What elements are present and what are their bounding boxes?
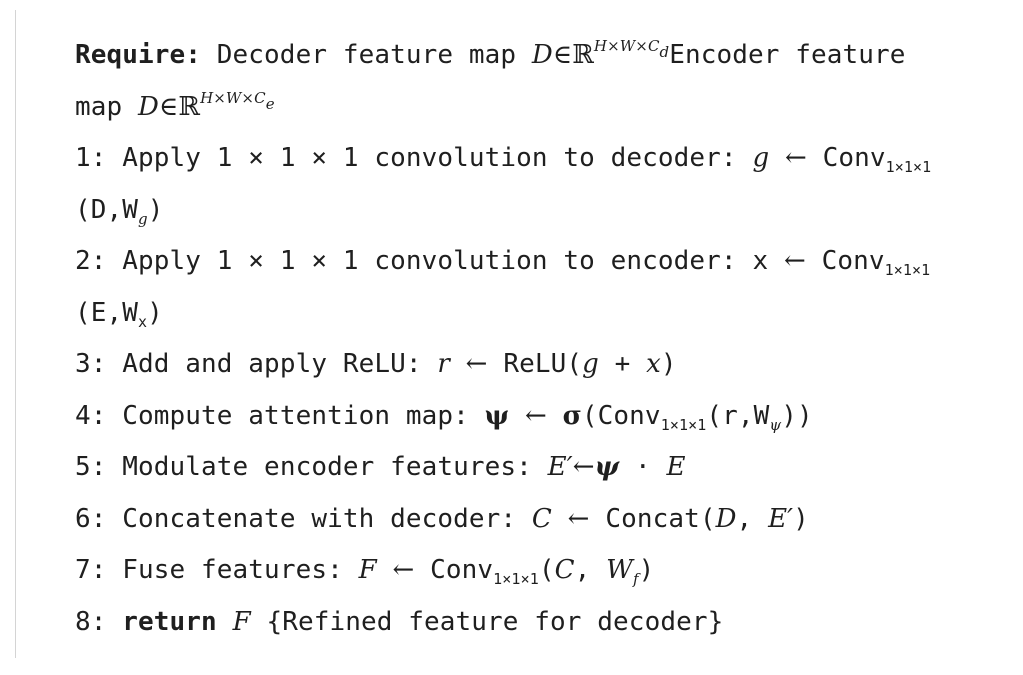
- step-args-close: ): [147, 194, 164, 225]
- step-func-sub: 1×1×1: [885, 158, 932, 176]
- step-rhs-b-sub: f: [632, 570, 639, 588]
- require-text-map: map: [75, 91, 123, 122]
- step-rhs-close: ): [793, 503, 809, 534]
- step-rhs-b: x: [646, 349, 661, 379]
- return-keyword: return: [122, 606, 217, 637]
- require-encoder-var: D: [138, 91, 159, 122]
- require-encoder-set: ℝ: [178, 91, 201, 122]
- step-text: Apply 1 × 1 × 1 convolution to decoder:: [122, 143, 737, 173]
- step-text: Concatenate with decoder:: [122, 503, 517, 534]
- step-open: (: [581, 400, 598, 431]
- require-encoder-dims-sub: e: [265, 94, 275, 113]
- step-args: (D,W: [75, 194, 139, 225]
- assign-arrow: ←: [572, 452, 595, 482]
- step-lhs: C: [531, 503, 552, 534]
- require-line-cont: map D∈ℝH×W×Ce: [75, 82, 1020, 134]
- step-sigma: σ: [562, 400, 582, 431]
- step-number: 3:: [75, 349, 107, 379]
- step-args: (E,W: [75, 297, 139, 328]
- step-close: )): [781, 400, 813, 431]
- step-lhs: ψ: [484, 400, 510, 431]
- algorithm-block: Require: Decoder feature map D∈ℝH×W×CdEn…: [75, 30, 1020, 648]
- step-func: Conv: [821, 246, 885, 276]
- step-text: Add and apply ReLU:: [122, 349, 422, 379]
- step-func-sub: 1×1×1: [884, 261, 931, 279]
- step-args-close: ): [147, 297, 163, 328]
- step-rhs-a: C: [554, 555, 575, 585]
- step-text: Compute attention map:: [122, 400, 469, 431]
- step-e: E: [666, 452, 686, 482]
- require-decoder-dims-sub: d: [659, 43, 670, 61]
- step-func: Concat(: [605, 503, 716, 534]
- step-lhs: g: [752, 143, 770, 173]
- step-rhs-a: D: [715, 503, 737, 534]
- step-4-line: 4: Compute attention map: ψ ← σ(Conv1×1×…: [75, 391, 1020, 443]
- require-keyword: Require:: [75, 40, 202, 70]
- step-2-line: 2: Apply 1 × 1 × 1 convolution to encode…: [75, 236, 1020, 288]
- step-args-sub: g: [138, 209, 148, 228]
- step-number: 5:: [75, 452, 107, 482]
- step-func: Conv: [430, 555, 494, 585]
- step-open: (: [538, 555, 555, 585]
- left-margin-rule: [15, 10, 16, 658]
- step-number: 6:: [75, 503, 107, 534]
- assign-arrow: ←: [784, 143, 807, 173]
- step-dot: ·: [619, 452, 667, 482]
- step-lhs: x: [752, 246, 769, 276]
- step-number: 2:: [75, 246, 107, 276]
- step-rhs-a: g: [582, 349, 599, 379]
- require-line: Require: Decoder feature map D∈ℝH×W×CdEn…: [75, 30, 1020, 82]
- step-2-line-cont: (E,Wx): [75, 288, 1020, 340]
- assign-arrow: ←: [567, 503, 590, 534]
- step-lhs: E′: [547, 452, 573, 482]
- require-text-encoder: Encoder feature: [669, 40, 906, 70]
- step-rhs-close: ): [638, 555, 655, 585]
- step-text: Apply 1 × 1 × 1 convolution to encoder:: [122, 246, 737, 276]
- step-func-sub: 1×1×1: [660, 415, 707, 434]
- step-6-line: 6: Concatenate with decoder: C ← Concat(…: [75, 494, 1020, 546]
- step-func: Conv: [822, 143, 886, 173]
- step-lhs: r: [437, 349, 450, 379]
- assign-arrow: ←: [783, 246, 806, 276]
- return-value: F: [232, 606, 251, 637]
- step-rhs-op: +: [598, 349, 647, 379]
- require-encoder-dims: H×W×C: [200, 88, 266, 107]
- require-decoder-set: ℝ: [572, 40, 594, 70]
- step-rhs-sep: ,: [574, 555, 607, 585]
- require-encoder-in: ∈: [158, 91, 179, 122]
- step-text: Fuse features:: [122, 555, 343, 585]
- step-1-line: 1: Apply 1 × 1 × 1 convolution to decode…: [75, 133, 1020, 185]
- step-args-sub: ψ: [769, 415, 782, 434]
- step-number: 1:: [75, 143, 107, 173]
- step-rhs-b: W: [606, 555, 633, 585]
- step-5-line: 5: Modulate encoder features: E′←ψ · E: [75, 442, 1020, 494]
- require-decoder-dims: H×W×C: [593, 37, 660, 55]
- step-number: 7:: [75, 555, 107, 585]
- step-func: Conv: [597, 400, 661, 431]
- step-args-sub: x: [138, 312, 148, 331]
- step-3-line: 3: Add and apply ReLU: r ← ReLU(g + x): [75, 339, 1020, 391]
- assign-arrow: ←: [392, 555, 415, 585]
- step-7-line: 7: Fuse features: F ← Conv1×1×1(C, Wf): [75, 545, 1020, 597]
- assign-arrow: ←: [465, 349, 488, 379]
- step-func: ReLU(: [503, 349, 583, 379]
- step-lhs: F: [358, 555, 377, 585]
- step-rhs-sep: ,: [736, 503, 769, 534]
- step-comment: {Refined feature for decoder}: [266, 606, 724, 637]
- step-number: 8:: [75, 606, 107, 637]
- step-text: Modulate encoder features:: [122, 452, 532, 482]
- step-rhs-close: ): [660, 349, 677, 379]
- step-psi: ψ: [594, 452, 620, 482]
- require-decoder-in: ∈: [552, 40, 573, 70]
- assign-arrow: ←: [524, 400, 547, 431]
- step-func-sub: 1×1×1: [493, 570, 539, 588]
- step-rhs-b: E′: [768, 503, 794, 534]
- require-decoder-var: D: [531, 40, 553, 70]
- step-1-line-cont: (D,Wg): [75, 185, 1020, 237]
- step-8-line: 8: return F {Refined feature for decoder…: [75, 597, 1020, 649]
- require-text-decoder: Decoder feature map: [216, 40, 517, 70]
- step-args: (r,W: [706, 400, 770, 431]
- step-number: 4:: [75, 400, 107, 431]
